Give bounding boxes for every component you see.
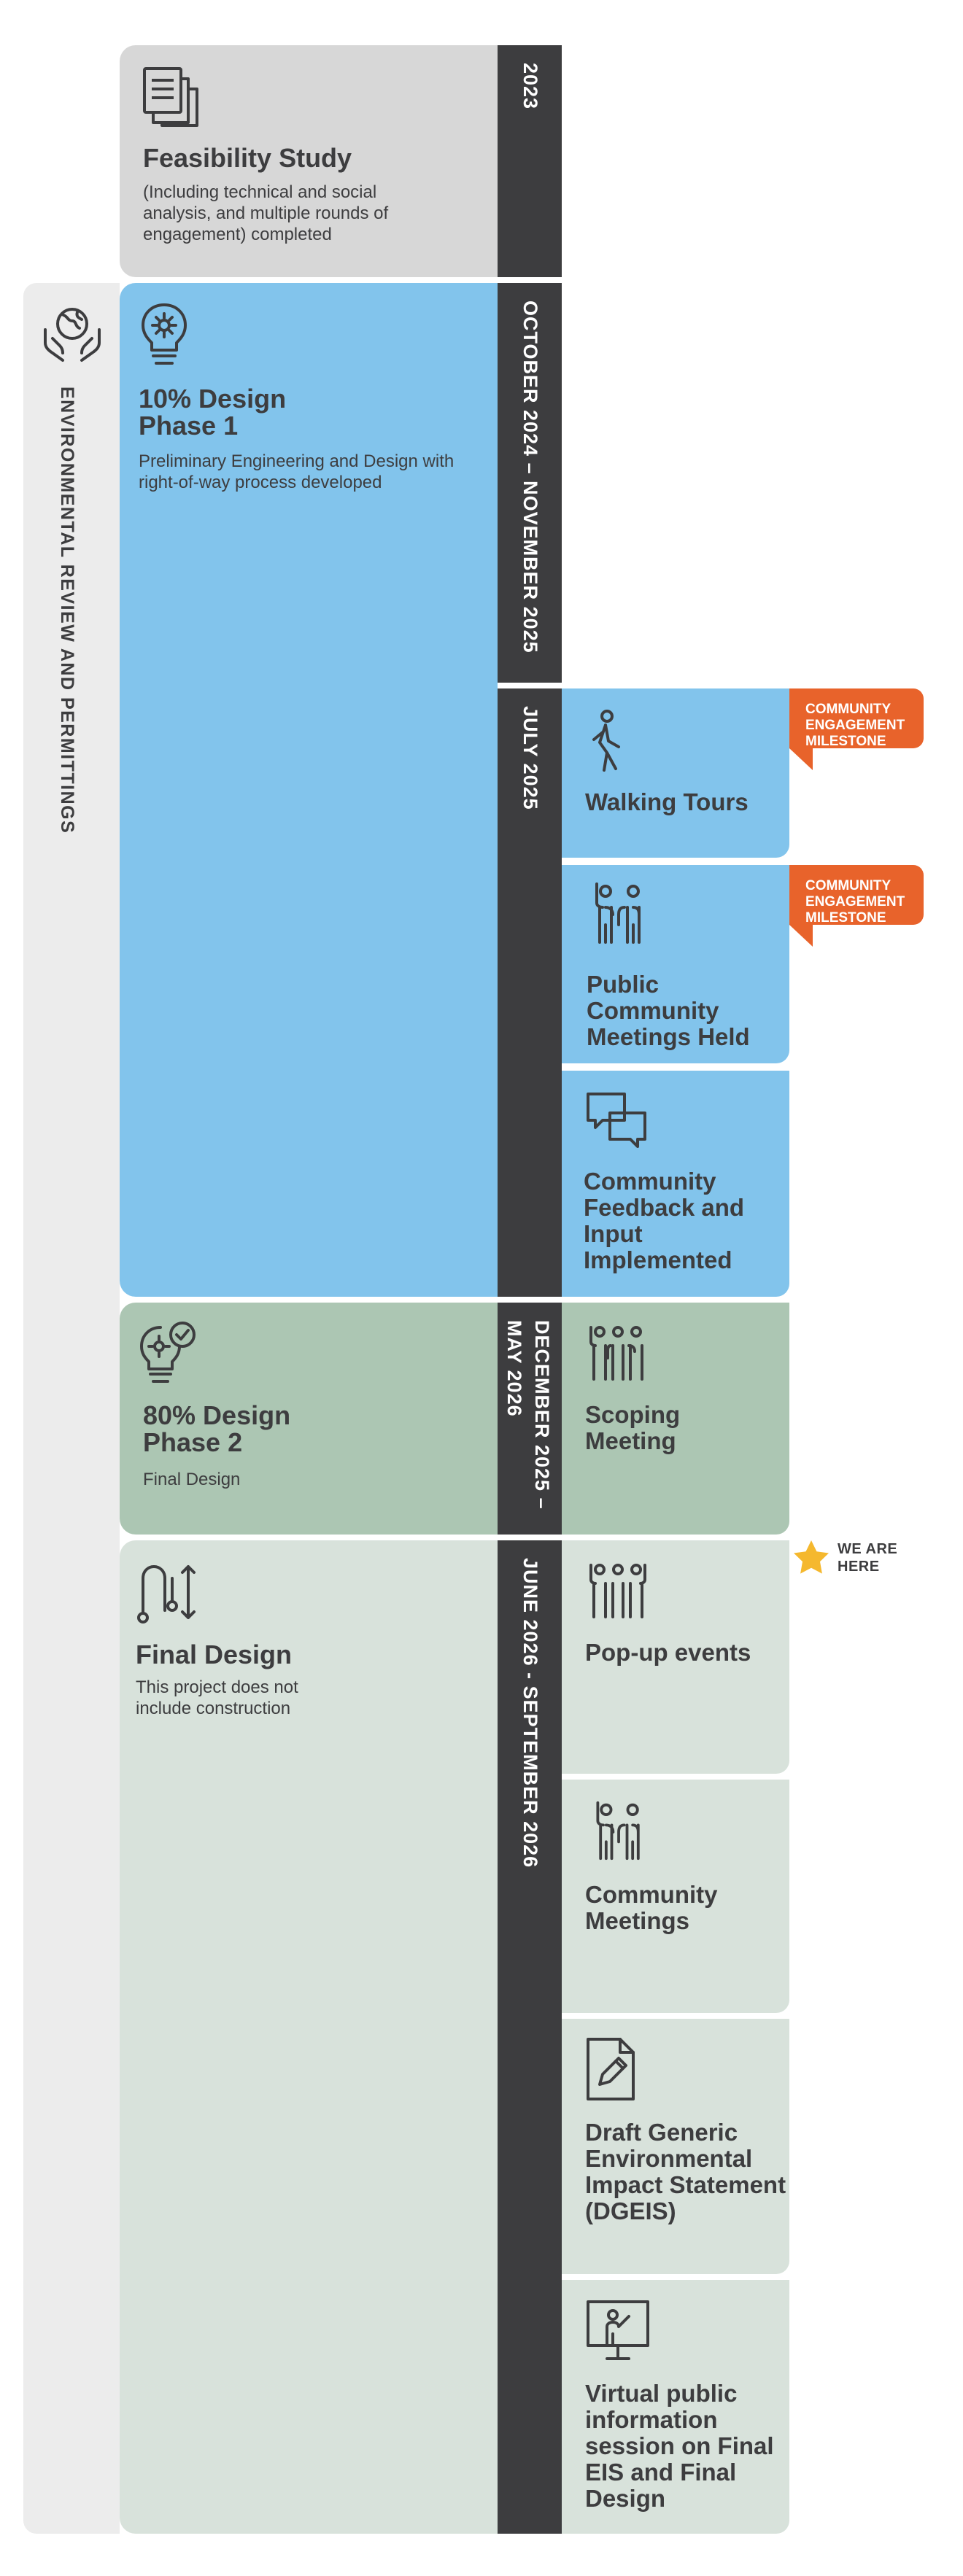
people-hands-icon	[587, 1800, 652, 1863]
globe-hands-icon	[39, 302, 105, 368]
design80-title-2: Phase 2	[143, 1427, 243, 1457]
date-bar-2023: 2023	[498, 45, 562, 277]
flag-2-line-2: ENGAGEMENT	[805, 894, 905, 909]
dgeis-card: Draft Generic Environmental Impact State…	[562, 2019, 789, 2274]
feasibility-desc: (Including technical and social analysis…	[143, 182, 389, 244]
design10-text: 10% Design Phase 1 Preliminary Engineeri…	[139, 385, 489, 493]
documents-icon	[140, 64, 206, 130]
environmental-review-label: ENVIRONMENTAL REVIEW AND PERMITTINGS	[57, 387, 77, 834]
final-block	[120, 1540, 498, 2534]
feedback-card: Community Feedback and Input Implemented	[562, 1071, 789, 1297]
date-bar-design80: DECEMBER 2025 – MAY 2026	[498, 1303, 562, 1535]
design80-block	[120, 1303, 498, 1535]
date-bar-final: JUNE 2026 - SEPTEMBER 2026	[498, 1540, 562, 2534]
presenter-screen-icon	[585, 2299, 651, 2362]
scoping-label: Scoping Meeting	[585, 1401, 681, 1454]
flag-1-line-2: ENGAGEMENT	[805, 718, 905, 733]
flag-2-line-1: COMMUNITY	[805, 878, 892, 893]
design10-title-2: Phase 1	[139, 411, 239, 441]
flag-2-line-3: MILESTONE	[805, 910, 886, 926]
community-meetings-label: Community Meetings	[585, 1881, 718, 1934]
virtual-card: Virtual public information session on Fi…	[562, 2280, 789, 2534]
public-meetings-label: Public Community Meetings Held	[587, 971, 750, 1050]
document-pen-icon	[585, 2036, 636, 2102]
people-raising-hands-icon	[587, 881, 652, 947]
group-icon	[585, 1324, 651, 1383]
final-desc: This project does not include constructi…	[136, 1677, 298, 1718]
feasibility-block	[120, 45, 498, 277]
community-meetings-card: Community Meetings	[562, 1780, 789, 2013]
flag-1-line-1: COMMUNITY	[805, 702, 892, 717]
scoping-card: Scoping Meeting	[562, 1303, 789, 1535]
popup-label: Pop-up events	[585, 1639, 751, 1666]
environmental-review-band	[23, 283, 120, 2534]
feasibility-title: Feasibility Study	[143, 143, 352, 173]
date-july: JULY 2025	[519, 706, 541, 810]
we-are-here-line-1: WE ARE	[838, 1541, 898, 1557]
flag-1-line-3: MILESTONE	[805, 734, 886, 749]
date-bar-july: JULY 2025	[498, 688, 562, 1297]
design80-text: 80% Design Phase 2 Final Design	[143, 1402, 449, 1490]
milestone-flag-1: COMMUNITY ENGAGEMENT MILESTONE	[789, 688, 924, 749]
feasibility-text: Feasibility Study (Including technical a…	[143, 144, 435, 245]
environmental-review-label-wrap: ENVIRONMENTAL REVIEW AND PERMITTINGS	[44, 387, 95, 1262]
date-design10: OCTOBER 2024 – NOVEMBER 2025	[519, 300, 541, 653]
date-design80-2: MAY 2026	[503, 1320, 525, 1417]
lightbulb-gear-icon	[139, 302, 190, 368]
design80-desc: Final Design	[143, 1470, 241, 1489]
we-are-here-label: WE ARE HERE	[838, 1540, 897, 1575]
final-text: Final Design This project does not inclu…	[136, 1641, 457, 1719]
flag-1-tail	[789, 748, 813, 770]
walking-tours-card: Walking Tours	[562, 688, 789, 858]
feedback-label: Community Feedback and Input Implemented	[584, 1168, 745, 1273]
virtual-label: Virtual public information session on Fi…	[585, 2380, 774, 2512]
walking-tours-label: Walking Tours	[585, 788, 749, 815]
walking-icon	[588, 709, 624, 775]
group-popup-icon	[585, 1562, 651, 1621]
date-bar-design10: OCTOBER 2024 – NOVEMBER 2025	[498, 283, 562, 683]
milestone-flag-2: COMMUNITY ENGAGEMENT MILESTONE	[789, 865, 924, 926]
date-design80-1: DECEMBER 2025 –	[531, 1320, 553, 1510]
lightbulb-gear-check-icon	[137, 1320, 203, 1386]
design10-desc: Preliminary Engineering and Design with …	[139, 451, 455, 492]
final-title: Final Design	[136, 1640, 293, 1669]
public-meetings-card: Public Community Meetings Held	[562, 865, 789, 1063]
we-are-here-line-2: HERE	[838, 1559, 880, 1575]
star-icon	[792, 1539, 830, 1575]
dgeis-label: Draft Generic Environmental Impact State…	[585, 2119, 786, 2224]
popup-card: Pop-up events	[562, 1540, 789, 1774]
route-icon	[136, 1561, 201, 1626]
design80-title-1: 80% Design	[143, 1400, 291, 1430]
design10-block	[120, 283, 498, 1297]
date-final: JUNE 2026 - SEPTEMBER 2026	[519, 1558, 541, 1869]
date-2023: 2023	[519, 63, 541, 110]
design10-title-1: 10% Design	[139, 384, 287, 414]
chat-bubbles-icon	[585, 1091, 648, 1149]
flag-2-tail	[789, 925, 813, 947]
